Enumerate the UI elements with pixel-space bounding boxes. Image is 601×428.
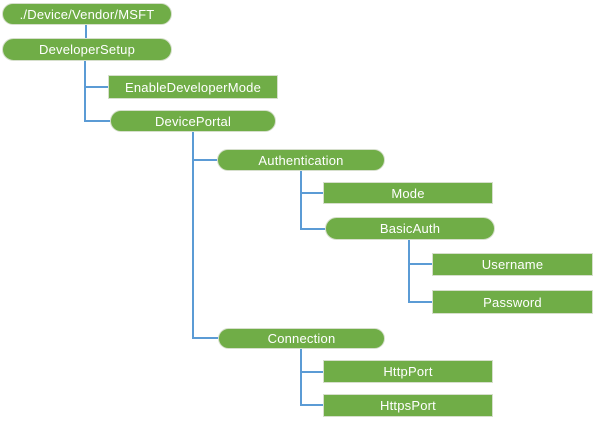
- node-deviceportal: DevicePortal: [110, 110, 276, 132]
- connector-connection-trunk: [300, 349, 302, 406]
- node-password: Password: [432, 290, 593, 314]
- node-httpsport: HttpsPort: [323, 394, 493, 417]
- connector-developersetup-trunk: [84, 61, 86, 122]
- node-mode: Mode: [323, 182, 493, 204]
- connector-authentication-trunk: [300, 171, 302, 230]
- node-enabledevelopermode: EnableDeveloperMode: [108, 75, 278, 99]
- connector-to-enabledevelopermode: [84, 86, 108, 88]
- node-basicauth: BasicAuth: [325, 217, 495, 240]
- connector-to-connection: [192, 337, 219, 339]
- node-authentication: Authentication: [217, 149, 385, 171]
- connector-to-httpport: [300, 371, 324, 373]
- node-device-vendor-msft: ./Device/Vendor/MSFT: [2, 3, 172, 25]
- connector-to-deviceportal: [84, 120, 111, 122]
- node-developersetup: DeveloperSetup: [2, 38, 172, 61]
- connector-basicauth-trunk: [408, 240, 410, 303]
- connector-deviceportal-trunk: [192, 132, 194, 339]
- node-httpport: HttpPort: [323, 360, 493, 383]
- connector-to-basicauth: [300, 228, 326, 230]
- connector-msft-developersetup: [85, 25, 87, 38]
- connector-to-username: [408, 263, 433, 265]
- connector-to-mode: [300, 192, 324, 194]
- connector-to-httpsport: [300, 404, 324, 406]
- connector-to-password: [408, 301, 433, 303]
- node-username: Username: [432, 253, 593, 276]
- node-connection: Connection: [218, 328, 385, 349]
- connector-to-authentication: [192, 159, 218, 161]
